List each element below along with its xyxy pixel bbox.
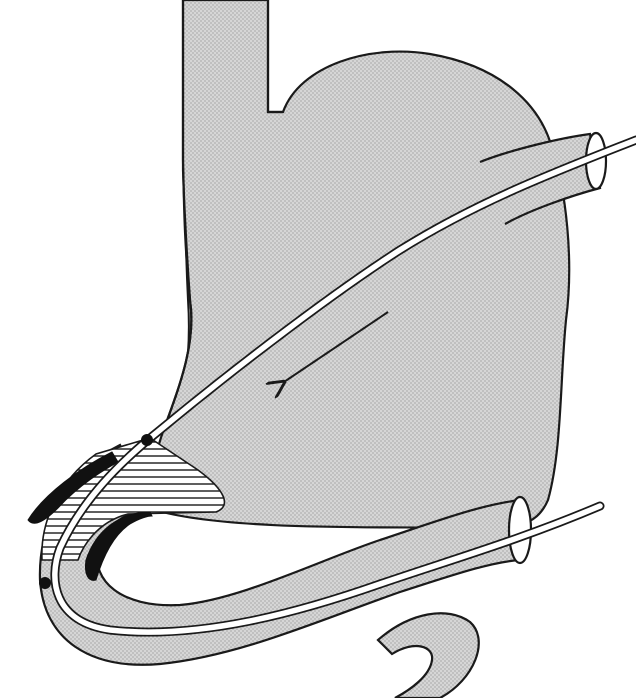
duct-branch-shape [378,613,479,698]
marker-dot-proximal [141,434,153,446]
marker-dot-distal [39,577,51,589]
stomach-shape [153,0,569,528]
esophagus-right-edge [268,0,283,112]
